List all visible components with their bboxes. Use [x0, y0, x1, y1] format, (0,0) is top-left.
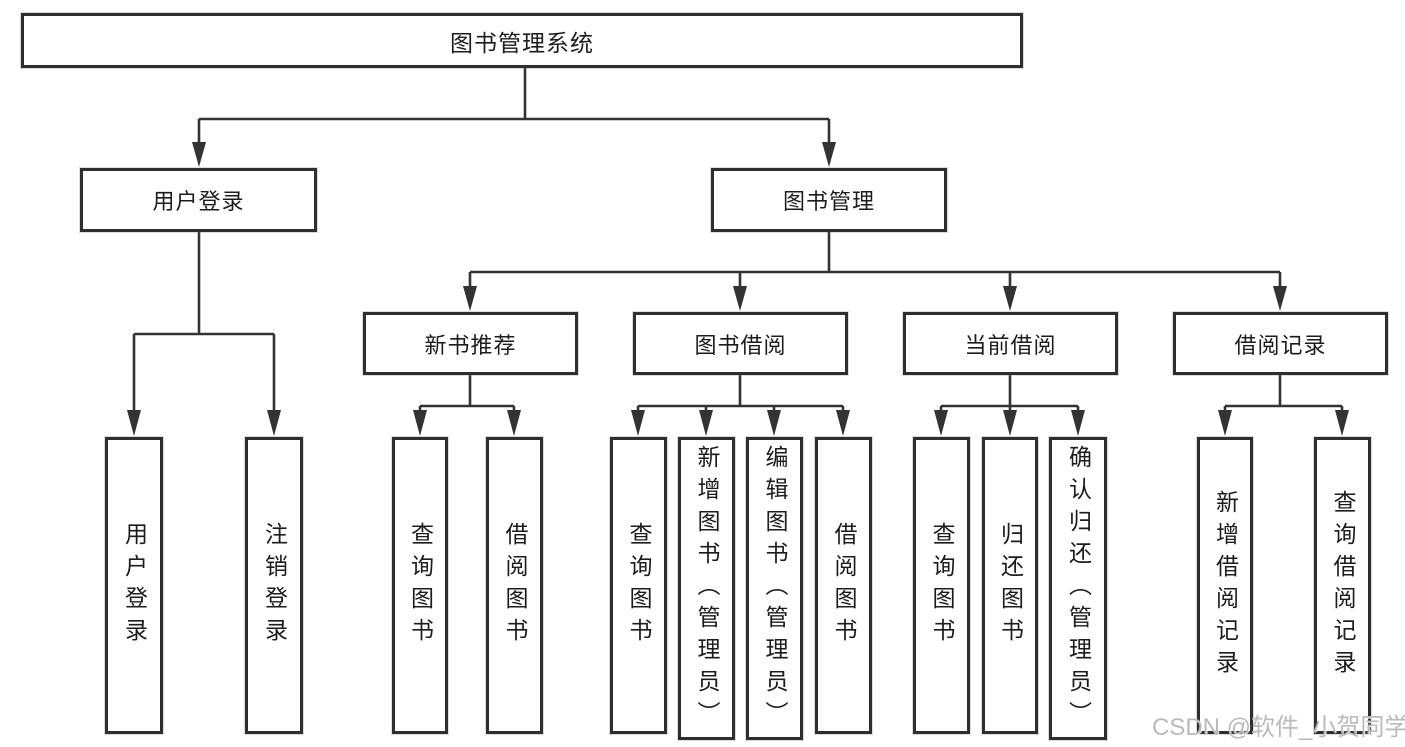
node-borrowing-records: 借阅记录 [1173, 312, 1388, 375]
node-label: 用户登录 [152, 189, 245, 214]
node-label: 借阅记录 [1234, 332, 1327, 358]
node-label: 归还图书 [997, 521, 1024, 650]
leaf-borrow-books: 借阅图书 [815, 437, 872, 734]
leaf-logout: 注销登录 [245, 437, 303, 734]
node-label: 查询借阅记录 [1330, 489, 1356, 682]
leaf-add-books-admin: 新增图书（管理员） [678, 437, 735, 740]
node-label: 注销登录 [261, 521, 288, 650]
leaf-return-books: 归还图书 [982, 437, 1038, 734]
node-label: 确认归还（管理员） [1065, 444, 1092, 733]
node-label: 图书借阅 [694, 332, 787, 358]
node-label: 图书管理系统 [450, 29, 594, 56]
node-label: 新增图书（管理员） [694, 444, 720, 733]
leaf-query-borrow-record: 查询借阅记录 [1314, 437, 1371, 734]
node-label: 新增借阅记录 [1212, 489, 1239, 682]
node-label: 查询图书 [929, 521, 955, 650]
node-label: 编辑图书（管理员） [762, 444, 788, 733]
leaf-borrow-books-recommend: 借阅图书 [486, 437, 543, 734]
node-current-borrowing: 当前借阅 [903, 312, 1118, 375]
node-book-management: 图书管理 [711, 168, 947, 232]
node-new-book-recommend: 新书推荐 [363, 312, 578, 375]
leaf-edit-books-admin: 编辑图书（管理员） [746, 437, 803, 740]
node-root-library-system: 图书管理系统 [21, 13, 1023, 68]
node-label: 查询图书 [626, 521, 652, 650]
csdn-watermark: CSDN @软件_小贺同学 [1152, 714, 1405, 741]
leaf-confirm-return-admin: 确认归还（管理员） [1049, 437, 1107, 740]
node-label: 借阅图书 [831, 521, 857, 650]
node-book-borrowing: 图书借阅 [633, 312, 848, 375]
node-label: 用户登录 [121, 521, 148, 650]
node-label: 查询图书 [407, 521, 434, 650]
node-label: 图书管理 [782, 189, 875, 214]
leaf-user-login: 用户登录 [105, 437, 163, 734]
leaf-query-books-recommend: 查询图书 [392, 437, 448, 734]
node-label: 借阅图书 [502, 521, 528, 650]
leaf-query-books-current: 查询图书 [913, 437, 970, 734]
node-user-login: 用户登录 [80, 168, 317, 232]
leaf-query-books-borrowing: 查询图书 [610, 437, 667, 734]
leaf-add-borrow-record: 新增借阅记录 [1197, 437, 1253, 734]
node-label: 新书推荐 [424, 332, 517, 358]
node-label: 当前借阅 [964, 332, 1057, 358]
